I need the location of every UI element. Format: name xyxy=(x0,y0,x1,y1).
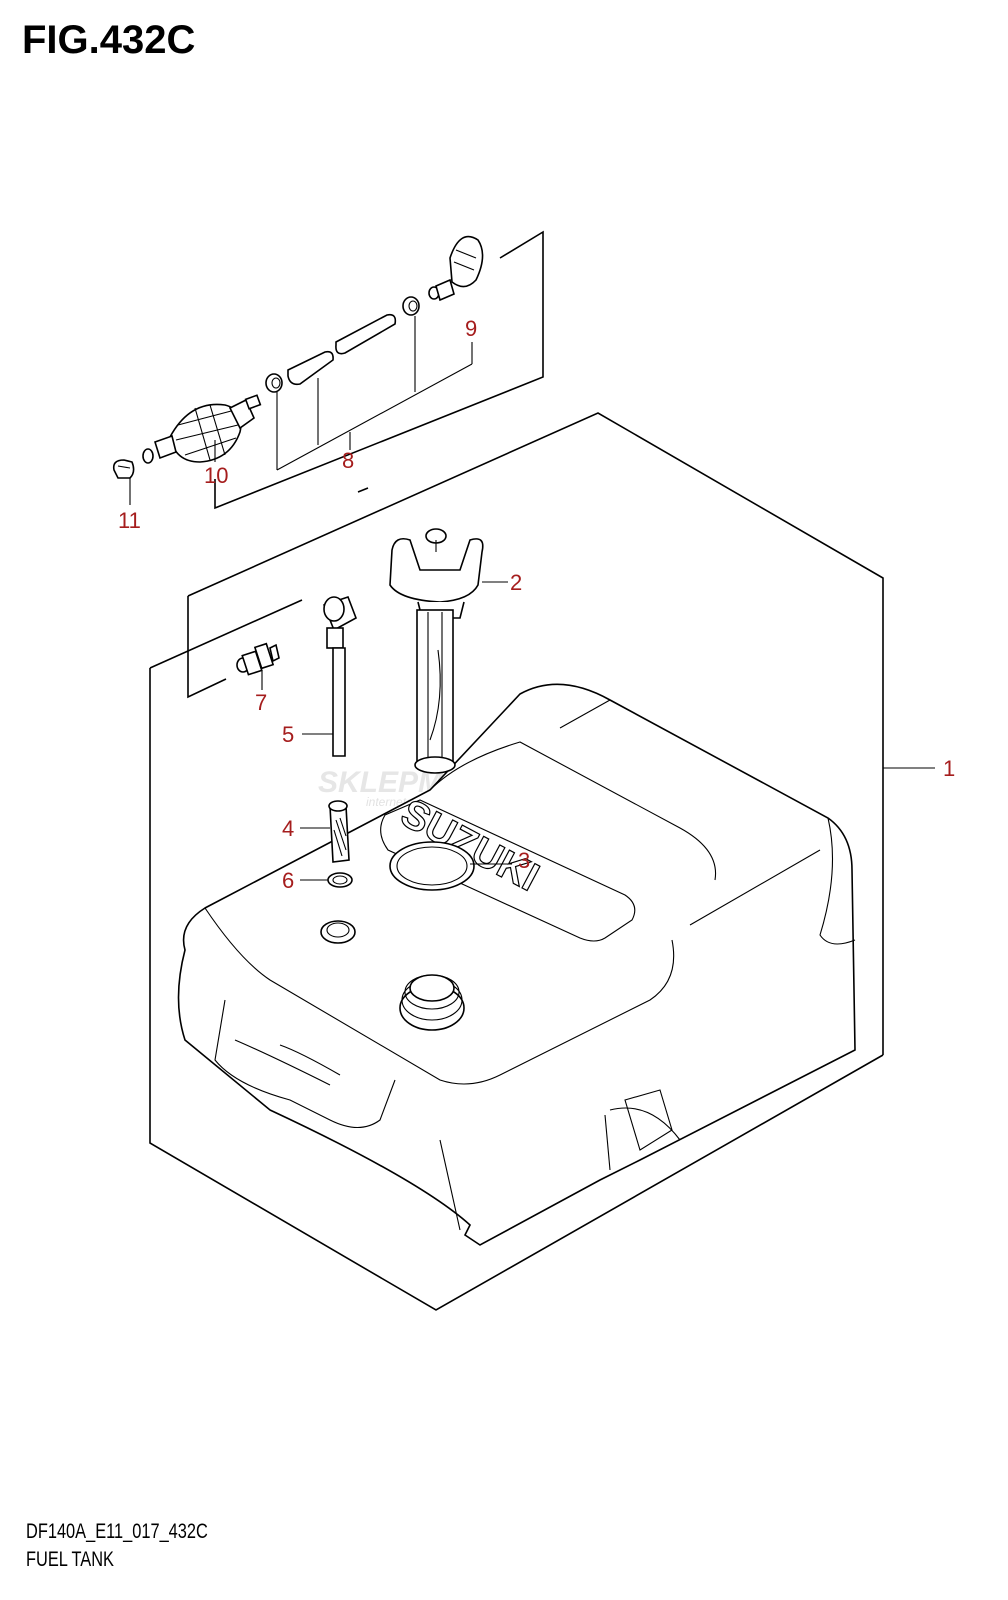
callout-11: 11 xyxy=(118,508,141,533)
figure-title: FIG.432C xyxy=(22,18,196,62)
callout-8: 8 xyxy=(342,448,354,473)
callout-2: 2 xyxy=(510,570,522,595)
connector-fitting xyxy=(236,642,280,676)
o-ring xyxy=(327,872,353,888)
hose-kit-frame xyxy=(214,230,544,510)
assembly-frame-tank xyxy=(187,596,227,699)
figure-name: FUEL TANK xyxy=(26,1548,114,1571)
leader-lines xyxy=(129,316,935,881)
callout-9: 9 xyxy=(465,316,477,341)
callout-6: 6 xyxy=(282,868,294,893)
callout-1: 1 xyxy=(943,756,955,781)
callout-4: 4 xyxy=(282,816,294,841)
hose-kit-frame-gap xyxy=(357,487,369,493)
fuel-hose xyxy=(287,313,397,386)
fuel-gauge xyxy=(389,528,484,774)
callout-7: 7 xyxy=(255,690,267,715)
figure-code: DF140A_E11_017_432C xyxy=(26,1520,208,1543)
assembly-frame-left-top xyxy=(149,599,303,669)
callout-3: 3 xyxy=(518,848,530,873)
fuel-filter xyxy=(328,800,350,863)
hose-clip-right xyxy=(402,296,420,316)
primer-bulb xyxy=(142,394,262,464)
callout-10: 10 xyxy=(204,463,228,488)
hose-clip-left xyxy=(265,373,283,393)
pickup-tube xyxy=(322,595,357,757)
assembly-frame-lower xyxy=(149,668,884,1311)
hose-clip-11 xyxy=(112,459,135,479)
callout-5: 5 xyxy=(282,722,294,747)
assembly-frame-outline xyxy=(187,412,884,1055)
fuel-tank: SUZUKI xyxy=(177,683,856,1246)
hose-connector xyxy=(428,235,484,302)
